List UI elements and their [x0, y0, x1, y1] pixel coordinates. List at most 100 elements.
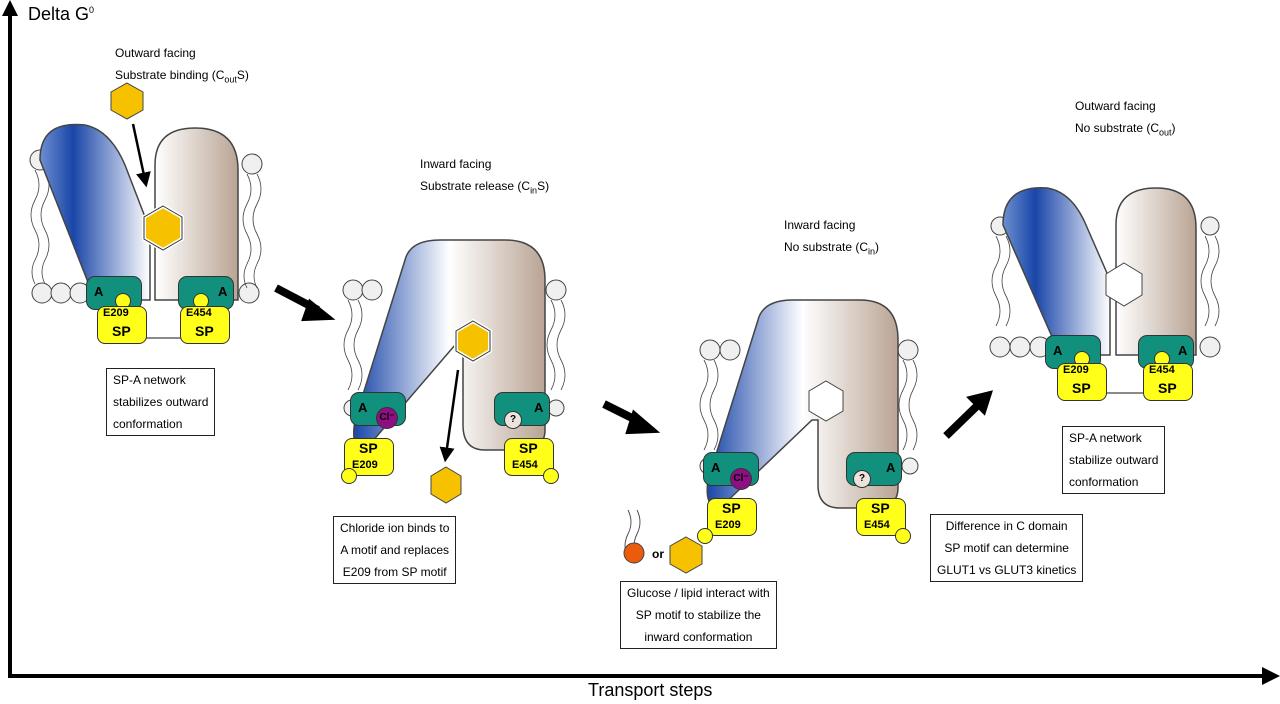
glutamate-side-chain [895, 528, 911, 544]
state-4-transporter [989, 187, 1221, 394]
sp-motif [1143, 363, 1193, 401]
sp-motif-label: SP [1072, 380, 1091, 396]
transition-arrow [274, 284, 336, 322]
y-axis-label-sup: 0 [89, 5, 95, 15]
state-4-note: SP-A network stabilize outward conformat… [1062, 426, 1166, 494]
residue-label: E209 [715, 519, 741, 531]
residue-label: E454 [186, 307, 212, 319]
state-3-title: Inward facing [784, 218, 856, 232]
or-label: or [652, 547, 664, 561]
a-motif-label: A [534, 400, 544, 415]
c-domain [154, 127, 239, 301]
sp-motif-label: SP [722, 500, 741, 516]
state-4-subtitle: No substrate (Cout) [1075, 117, 1176, 143]
glutamate-side-chain [543, 468, 559, 484]
note-line: stabilize outward [1069, 453, 1159, 467]
state-3-note: Glucose / lipid interact with SP motif t… [620, 581, 777, 649]
a-motif-label: A [1178, 343, 1188, 358]
side-note: Difference in C domain SP motif can dete… [930, 514, 1084, 582]
n-domain [39, 123, 151, 301]
unknown-site: ? [504, 411, 522, 429]
empty-binding-site [808, 380, 844, 422]
y-axis [2, 0, 18, 676]
sp-motif-label: SP [519, 440, 538, 456]
transition-arrow [943, 390, 993, 439]
sp-motif-label: SP [195, 323, 214, 339]
state-1-transporter [29, 123, 263, 339]
state-3-caption: Inward facing No substrate (Cin) [784, 214, 879, 262]
state-2-subtitle: Substrate release (CinS) [420, 175, 549, 201]
empty-binding-site [1105, 262, 1143, 307]
a-motif-label: A [94, 284, 104, 299]
caption-text: S) [537, 179, 550, 193]
note-line: stabilizes outward [113, 395, 209, 409]
note-line: Difference in C domain [945, 519, 1068, 533]
note-line: SP-A network [113, 373, 186, 387]
caption-sub: in [530, 185, 538, 196]
state-1-caption: Outward facing Substrate binding (CoutS) [115, 42, 249, 90]
note-line: GLUT1 vs GLUT3 kinetics [937, 563, 1077, 577]
y-axis-label-text: Delta G [28, 4, 90, 24]
state-1-subtitle: Substrate binding (CoutS) [115, 64, 249, 90]
a-motif [494, 392, 550, 426]
sp-motif-label: SP [1158, 380, 1177, 396]
a-motif-label: A [711, 460, 721, 475]
a-motif-label: A [358, 400, 368, 415]
glutamate-side-chain [697, 528, 713, 544]
state-1-title: Outward facing [115, 46, 196, 60]
sp-motif [180, 306, 230, 344]
note-line: conformation [113, 417, 183, 431]
releasing-substrate [454, 318, 492, 364]
state-1-note: SP-A network stabilizes outward conforma… [106, 368, 216, 436]
transition-arrow [602, 400, 661, 435]
sp-motif [1057, 363, 1107, 401]
caption-text: ) [875, 240, 880, 254]
sp-motif-label: SP [112, 323, 131, 339]
caption-sub: in [868, 246, 876, 257]
y-axis-label: Delta G0 [28, 4, 94, 25]
bound-substrate [142, 203, 184, 253]
caption-text: Substrate release (C [420, 179, 531, 193]
chloride-ion: Cl⁻ [730, 468, 752, 490]
residue-label: E454 [512, 459, 538, 471]
a-motif-label: A [1053, 343, 1063, 358]
glutamate-side-chain [341, 468, 357, 484]
x-axis-label-text: Transport steps [588, 680, 713, 700]
note-line: inward conformation [644, 630, 753, 644]
unknown-site: ? [853, 470, 871, 488]
substrate-glucose [110, 82, 144, 120]
state-2-caption: Inward facing Substrate release (CinS) [420, 153, 549, 201]
sp-motif [707, 498, 757, 536]
caption-sub: out [224, 74, 237, 85]
state-2-note: Chloride ion binds to A motif and replac… [333, 516, 457, 584]
x-axis [8, 667, 1280, 685]
sp-motif-label: SP [871, 500, 890, 516]
caption-sub: out [1159, 127, 1172, 138]
note-line: conformation [1069, 475, 1139, 489]
note-line: SP-A network [1069, 431, 1142, 445]
note-line: A motif and replaces [340, 543, 450, 557]
a-motif-label: A [886, 460, 896, 475]
glucose-molecule [669, 536, 703, 574]
released-substrate [430, 466, 462, 504]
sp-motif [97, 306, 147, 344]
caption-text: No substrate (C [1075, 121, 1160, 135]
caption-text: ) [1171, 121, 1176, 135]
a-motif-label: A [218, 284, 228, 299]
state-3-subtitle: No substrate (Cin) [784, 236, 879, 262]
lipid-molecule [623, 509, 645, 564]
note-line: SP motif to stabilize the [635, 608, 761, 622]
caption-text: No substrate (C [784, 240, 869, 254]
x-axis-label: Transport steps [588, 680, 712, 701]
note-line: Glucose / lipid interact with [627, 586, 770, 600]
state-4-caption: Outward facing No substrate (Cout) [1075, 95, 1176, 143]
note-line: E209 from SP motif [342, 565, 447, 579]
chloride-ion: Cl⁻ [376, 407, 398, 429]
residue-label: E209 [103, 307, 129, 319]
state-2-title: Inward facing [420, 157, 492, 171]
residue-label: E209 [352, 459, 378, 471]
residue-label: E454 [1149, 364, 1175, 376]
note-line: Chloride ion binds to [340, 521, 450, 535]
note-line: SP motif can determine [944, 541, 1069, 555]
state-4-title: Outward facing [1075, 99, 1156, 113]
